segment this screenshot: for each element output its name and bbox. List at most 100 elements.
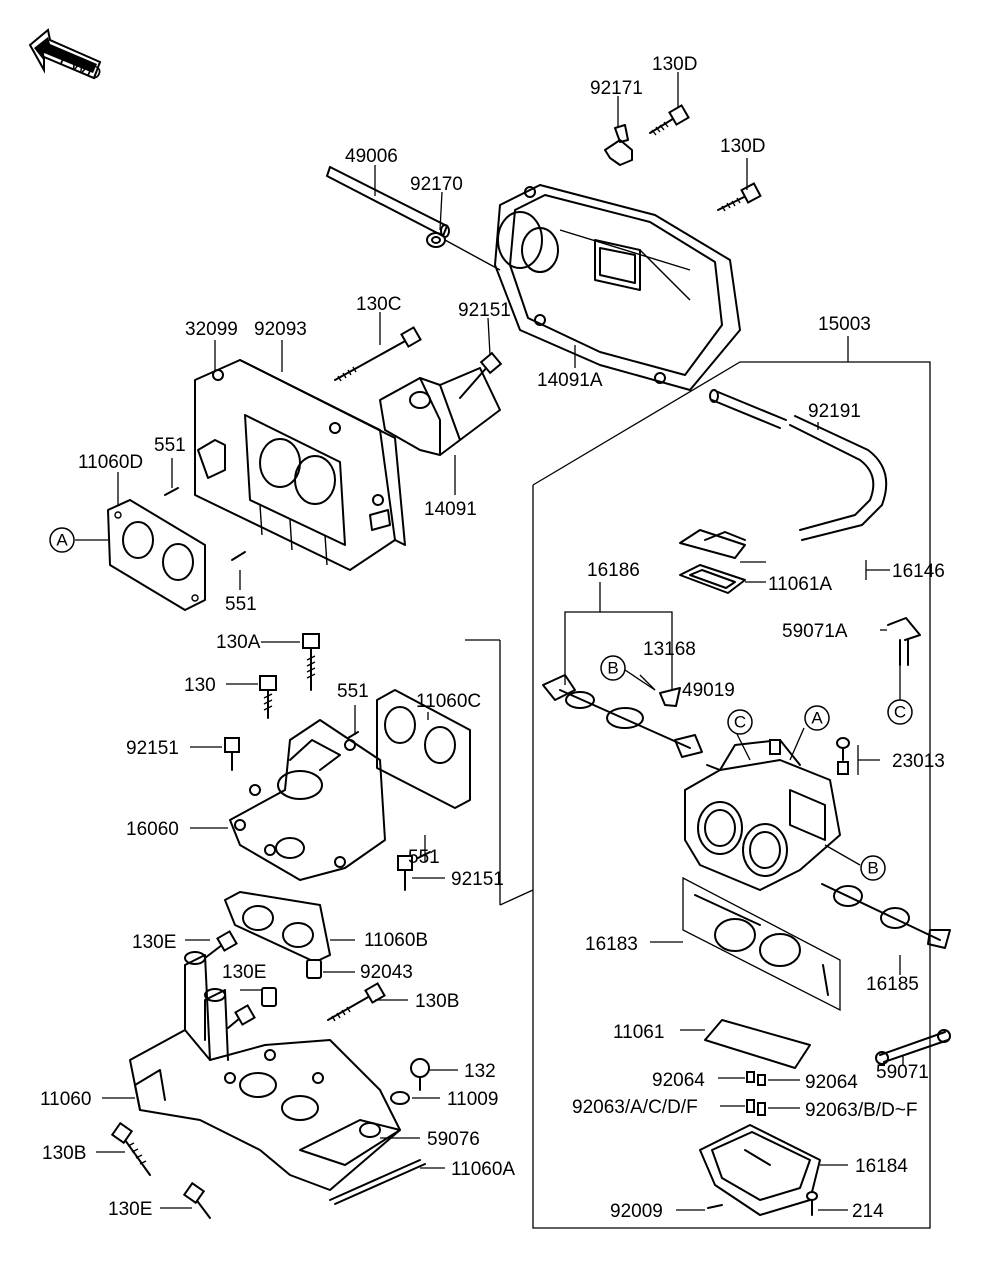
label-92191: 92191 [808,401,861,422]
shaft-16186 [542,674,703,758]
label-130E-a: 130E [132,932,176,953]
marker-B-left: B [600,655,626,681]
label-130D-right: 130D [720,136,765,157]
bolt-130B-right [327,982,386,1022]
label-551-a: 551 [154,435,186,456]
sleeve-92043 [306,959,322,979]
pin-551-a [164,487,179,496]
jets-92063 [746,1099,766,1116]
bracket-14091 [379,367,501,456]
label-92064-right: 92064 [805,1072,858,1093]
bolt-130C [334,326,422,382]
svg-text:B: B [867,859,878,878]
label-92151-mid: 92151 [451,869,504,890]
label-23013: 23013 [892,751,945,772]
label-11060: 11060 [40,1089,91,1110]
sleeve-130E-b [261,987,277,1007]
bolt-130E-a [204,930,238,959]
label-16185: 16185 [866,974,919,995]
label-16060: 16060 [126,819,179,840]
label-92009: 92009 [610,1201,663,1222]
label-130: 130 [184,675,216,696]
float-frame-16183 [682,876,841,1012]
label-59076: 59076 [427,1129,480,1150]
label-49019: 49019 [682,680,735,701]
label-16146: 16146 [892,561,945,582]
fwd-arrow-icon: FWD [28,28,104,86]
label-214: 214 [852,1201,884,1222]
jets-92064 [746,1071,766,1086]
hose-92191 [709,389,888,541]
label-49006: 49006 [345,146,398,167]
bolt-130D-right [717,182,762,212]
gasket-11060B [224,891,331,963]
svg-text:A: A [811,709,823,728]
carburetor-group-frame [532,336,931,1229]
gasket-59076 [299,1119,401,1166]
screw-92009 [707,1204,723,1209]
gasket-11060A [329,1159,426,1205]
label-11060A: 11060A [451,1159,515,1180]
float-bowl-16184 [699,1124,821,1216]
label-92063-left: 92063/A/C/D/F [572,1097,698,1118]
pin-551-c [347,731,359,739]
fitting-59071A [887,617,921,666]
marker-A-mid: A [804,705,830,731]
label-11060C: 11060C [416,691,481,712]
fitting-59071 [875,1029,951,1065]
label-130B-left: 130B [42,1143,86,1164]
lever-13168 [659,687,681,707]
label-132: 132 [464,1061,496,1082]
screw-214 [806,1191,818,1216]
svg-text:B: B [607,659,618,678]
label-15003: 15003 [818,314,871,335]
bolt-130A [302,633,320,691]
bolt-132 [410,1058,430,1091]
clamp-92170 [426,232,501,271]
bolt-92151-mid [397,855,413,891]
carburetor-body [684,739,841,891]
svg-text:C: C [734,713,746,732]
pin-49019 [706,764,721,771]
clip-92171 [604,124,633,166]
label-14091A: 14091A [537,370,603,391]
label-551-d: 551 [408,847,440,868]
bolt-130D-top [649,104,690,136]
label-11061: 11061 [613,1022,664,1043]
label-59071: 59071 [876,1062,929,1083]
marker-A-left: A [49,527,75,553]
label-16183: 16183 [585,934,638,955]
label-130E-c: 130E [108,1199,152,1220]
pin-551-b [231,551,246,561]
label-92064-left: 92064 [652,1070,705,1091]
air-box-cover-14091A [494,184,741,391]
gasket-11060D [107,499,206,611]
bolt-92151-left [224,737,240,771]
label-92093: 92093 [254,319,307,340]
gasket-11061A [679,564,746,594]
bolt-130 [259,675,277,719]
label-92063-right: 92063/B/D~F [805,1100,918,1121]
screw-23013 [836,737,850,775]
label-551-b: 551 [225,594,257,615]
cover-16146 [679,529,746,559]
label-11061A: 11061A [768,574,832,595]
label-11009: 11009 [447,1089,498,1110]
flange-16060 [229,719,386,881]
label-11060B: 11060B [364,930,428,951]
bolt-130E-b2 [227,1004,256,1029]
label-13168: 13168 [643,639,696,660]
label-14091: 14091 [424,499,477,520]
label-32099: 32099 [185,319,238,340]
bolt-130E-c [182,1181,211,1219]
marker-C-mid: C [727,709,753,735]
label-92170: 92170 [410,174,463,195]
gasket-11060C [376,689,471,809]
bolt-92151-top [459,351,503,399]
air-cleaner-case-32099 [194,359,406,571]
marker-C-right: C [887,699,913,725]
label-130E-b: 130E [222,962,266,983]
pin-551-d [417,851,431,859]
label-130A: 130A [216,632,261,653]
